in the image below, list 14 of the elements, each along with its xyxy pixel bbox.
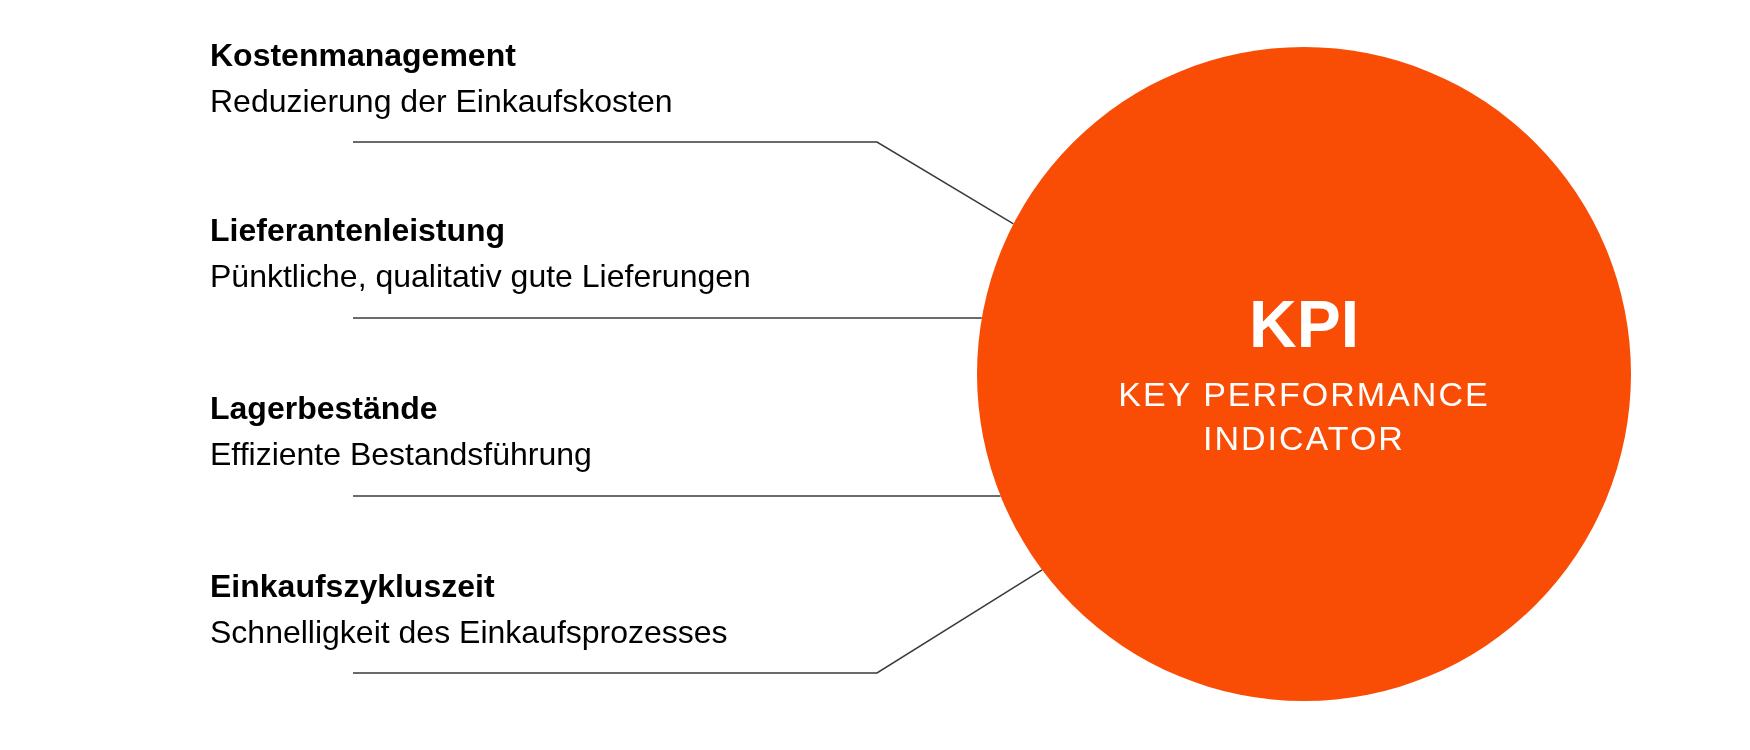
circle-heading: KPI xyxy=(1249,287,1359,361)
item-description: Schnelligkeit des Einkaufsprozesses xyxy=(210,613,729,652)
item-description: Reduzierung der Einkaufskosten xyxy=(210,82,674,121)
item-description: Effiziente Bestandsführung xyxy=(210,435,593,474)
item-heading: Lieferantenleistung xyxy=(210,211,507,250)
item-heading: Einkaufszykluszeit xyxy=(210,567,496,606)
leader-line xyxy=(352,569,1043,674)
leader-line xyxy=(352,495,1002,497)
circle-subtitle: KEY PERFORMANCE INDICATOR xyxy=(1117,374,1491,460)
leader-line xyxy=(352,317,983,319)
item-description: Pünktliche, qualitativ gute Lieferungen xyxy=(210,257,752,296)
leader-line xyxy=(352,141,1015,225)
item-heading: Kostenmanagement xyxy=(210,36,517,75)
item-heading: Lagerbestände xyxy=(210,389,439,428)
